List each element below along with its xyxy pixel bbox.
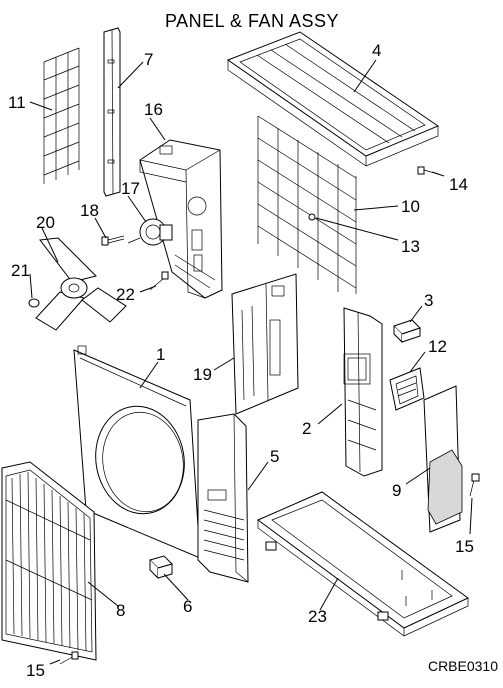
part-2-side-frame <box>343 307 383 477</box>
part-17-fan-motor <box>127 218 173 246</box>
callout-5: 5 <box>270 447 279 466</box>
callout-10: 10 <box>401 197 420 216</box>
part-6-cap <box>149 555 173 580</box>
part-11-grille-mesh <box>43 47 80 184</box>
callout-9: 9 <box>392 481 401 500</box>
part-5-front-side-panel <box>197 413 249 583</box>
part-10-wire-mesh <box>257 115 357 294</box>
callout-14: 14 <box>449 175 468 194</box>
callout-18: 18 <box>80 201 99 220</box>
part-15-screw-left <box>59 651 79 665</box>
callout-15-right: 15 <box>455 537 474 556</box>
callout-13: 13 <box>401 237 420 256</box>
part-12-port-box <box>389 367 425 411</box>
diagram-title: PANEL & FAN ASSY <box>165 11 339 31</box>
callout-7: 7 <box>144 50 153 69</box>
part-9-side-cover <box>423 385 463 533</box>
callout-21: 21 <box>11 261 30 280</box>
callout-15-left: 15 <box>26 661 45 680</box>
part-16-motor-bracket <box>139 139 223 299</box>
callout-23: 23 <box>308 607 327 626</box>
callout-17: 17 <box>121 179 140 198</box>
leader-lines <box>29 59 473 665</box>
drawing-code: CRBE0310 <box>428 658 498 674</box>
callout-2: 2 <box>302 419 311 438</box>
part-21-nut <box>28 298 40 308</box>
part-8-front-grille <box>1 461 97 661</box>
callout-labels: 7 11 4 16 17 18 20 21 22 14 10 13 3 12 1… <box>8 41 474 680</box>
callout-16: 16 <box>144 100 163 119</box>
part-22-screw <box>149 271 169 291</box>
part-15-screw-right <box>469 473 480 497</box>
callout-3: 3 <box>424 291 433 310</box>
part-4-top-cover <box>226 31 440 167</box>
part-13-clip <box>308 213 316 221</box>
callout-12: 12 <box>428 337 447 356</box>
callout-20: 20 <box>36 213 55 232</box>
callout-6: 6 <box>183 597 192 616</box>
part-23-base-pan <box>257 491 469 637</box>
callout-22: 22 <box>116 285 135 304</box>
callout-1: 1 <box>156 345 165 364</box>
part-3-block <box>393 319 421 344</box>
part-7-pillar <box>103 27 121 197</box>
callout-4: 4 <box>372 41 381 60</box>
callout-19: 19 <box>193 365 212 384</box>
callout-8: 8 <box>116 601 125 620</box>
callout-11: 11 <box>8 93 26 112</box>
part-20-propeller-fan <box>35 237 127 331</box>
part-19-partition <box>231 273 299 415</box>
part-1-front-panel <box>73 345 201 559</box>
